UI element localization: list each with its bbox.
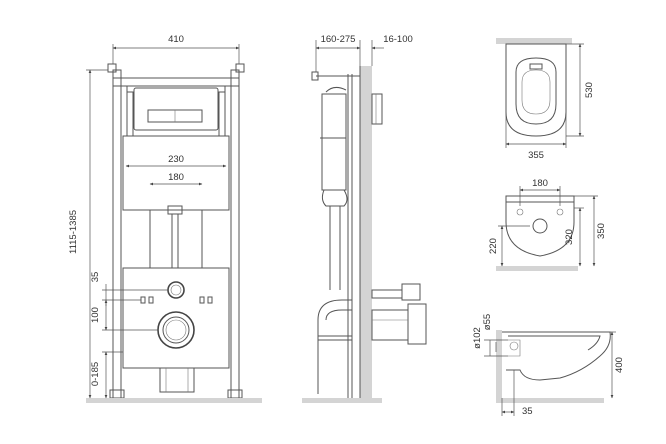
side-view: 160-275 16-100 [302,34,427,403]
dim-bowl-height-c: 350 [596,223,607,239]
dim-plate-width: 230 [168,154,184,165]
dim-bolt-spacing: 180 [532,178,548,189]
bowl-top [505,43,567,137]
floor [86,398,262,403]
bowl-profile [502,331,611,381]
drain-pipe [167,281,185,299]
cistern-upper [126,85,226,137]
flush-plate [133,87,219,131]
dim-inlet-spacing: 100 [90,307,101,323]
lower-panel [122,267,230,369]
top-view: 530 355 [496,38,595,161]
dim-depth: 160-275 [321,34,356,45]
dim-floor-gap: 0-185 [90,362,101,386]
bowl-rear [505,195,575,257]
dim-height: 1115-1385 [68,210,79,254]
frame-right-post [230,69,240,399]
frame-left-post [112,69,122,399]
cistern-lower [122,135,230,211]
profile-view: 400 ø102 ø55 35 [472,314,625,417]
dim-top-width: 355 [528,150,544,161]
front-view: 410 230 180 1115-1385 35 100 0-185 [68,34,262,403]
dim-wall-offset: 16-100 [383,34,413,45]
dim-drain-offset: 35 [90,272,101,283]
dim-outlet-diameter: ø102 [472,327,483,349]
dim-length: 530 [584,82,595,98]
dim-bowl-height-b: 320 [564,229,575,245]
dim-profile-offset: 35 [522,406,533,417]
dim-bowl-height-a: 220 [488,238,499,254]
dim-inlet-diameter: ø55 [482,314,493,330]
cistern-side [321,93,347,191]
dim-profile-height: 400 [614,357,625,373]
dim-width: 410 [168,34,184,45]
wall [360,66,372,398]
dim-plate-inner: 180 [168,172,184,183]
rear-view: 180 220 320 350 [488,178,607,271]
